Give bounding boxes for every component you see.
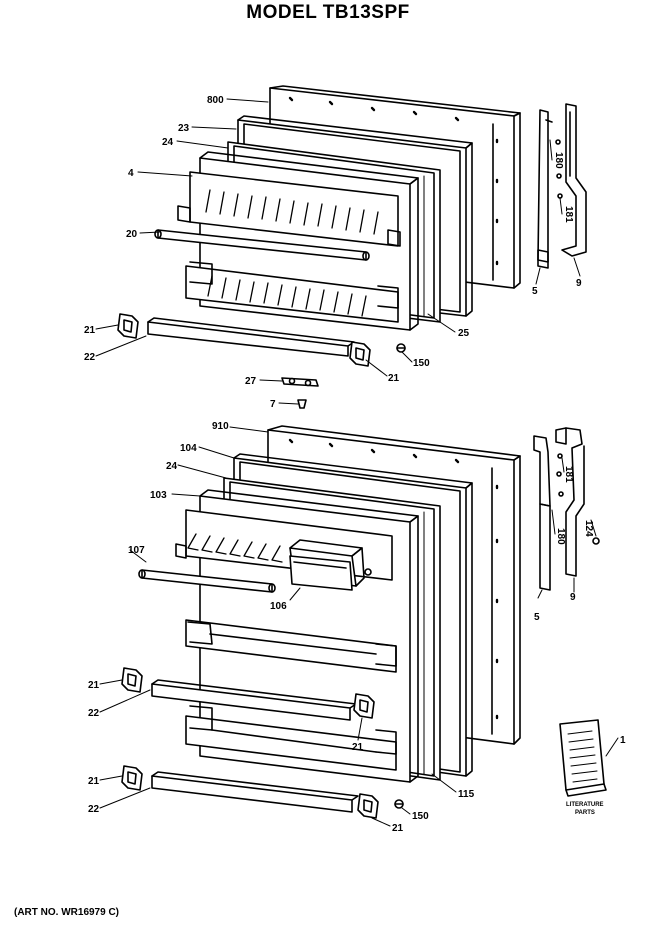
art-number: (ART NO. WR16979 C) <box>14 907 120 918</box>
page-title: MODEL TB13SPF <box>246 2 410 23</box>
callout-27: 27 <box>245 376 257 387</box>
lower-door-bar-2 <box>151 771 359 813</box>
callout-106: 106 <box>270 601 287 612</box>
lower-end-cap-1-right <box>353 693 375 719</box>
callout-24-upper: 24 <box>162 137 174 148</box>
literature-label-2: PARTS <box>575 810 595 816</box>
door-stop <box>281 377 319 387</box>
lower-end-cap-2-right <box>357 793 379 819</box>
callout-107: 107 <box>128 545 145 556</box>
upper-inner-door <box>177 151 419 331</box>
callout-800: 800 <box>207 95 224 106</box>
callout-181-lower: 181 <box>563 466 574 483</box>
upper-hinge-pins <box>555 139 563 199</box>
lower-door-bar-1 <box>151 679 357 721</box>
callout-21-upper-left: 21 <box>84 325 96 336</box>
lower-hinge-pins <box>556 453 564 497</box>
callout-21-lower-1-right: 21 <box>352 742 364 753</box>
lower-shelf-rail <box>138 569 276 593</box>
lower-hinge-left <box>533 435 551 591</box>
plug <box>297 399 307 409</box>
lower-end-cap-1-left <box>121 667 143 693</box>
callout-9-upper: 9 <box>576 278 582 289</box>
callout-4: 4 <box>128 168 134 179</box>
callout-104: 104 <box>180 443 197 454</box>
callout-22-upper: 22 <box>84 352 96 363</box>
callout-20: 20 <box>126 229 138 240</box>
hinge-part-124 <box>592 537 600 545</box>
callout-5-lower: 5 <box>534 612 540 623</box>
callout-21-lower-2-left: 21 <box>88 776 100 787</box>
callout-9-lower: 9 <box>570 592 576 603</box>
callout-7: 7 <box>270 399 276 410</box>
lower-hinge-right <box>555 427 585 577</box>
callout-22-lower-1: 22 <box>88 708 100 719</box>
callout-180-lower: 180 <box>555 528 566 545</box>
lower-end-cap-2-left <box>121 765 143 791</box>
callout-24-lower: 24 <box>166 461 178 472</box>
callout-23: 23 <box>178 123 190 134</box>
lower-inner-door <box>175 489 419 783</box>
lower-screw <box>394 799 404 809</box>
upper-end-cap-left <box>117 313 139 339</box>
dairy-door <box>289 555 353 591</box>
callout-124: 124 <box>583 520 594 537</box>
callout-910: 910 <box>212 421 229 432</box>
callout-21-upper-right: 21 <box>388 373 400 384</box>
callout-150-lower: 150 <box>412 811 429 822</box>
upper-hinge-right <box>561 103 587 257</box>
upper-door-bar <box>147 317 355 357</box>
callout-25: 25 <box>458 328 470 339</box>
callout-22-lower-2: 22 <box>88 804 100 815</box>
literature-booklet <box>559 719 607 797</box>
callout-1: 1 <box>620 735 626 746</box>
callout-103: 103 <box>150 490 167 501</box>
callout-150-upper: 150 <box>413 358 430 369</box>
upper-screw <box>396 343 406 353</box>
literature-label-1: LITERATURE <box>566 802 604 808</box>
callout-21-lower-1-left: 21 <box>88 680 100 691</box>
callout-21-lower-2-right: 21 <box>392 823 404 834</box>
leader-lines <box>95 98 619 827</box>
upper-end-cap-right <box>349 341 371 367</box>
upper-shelf-rail <box>154 229 370 261</box>
callout-5-upper: 5 <box>532 286 538 297</box>
callout-181-upper: 181 <box>563 206 574 223</box>
callout-115: 115 <box>458 789 475 800</box>
upper-hinge-left <box>537 109 553 269</box>
callout-180-upper: 180 <box>553 152 564 169</box>
